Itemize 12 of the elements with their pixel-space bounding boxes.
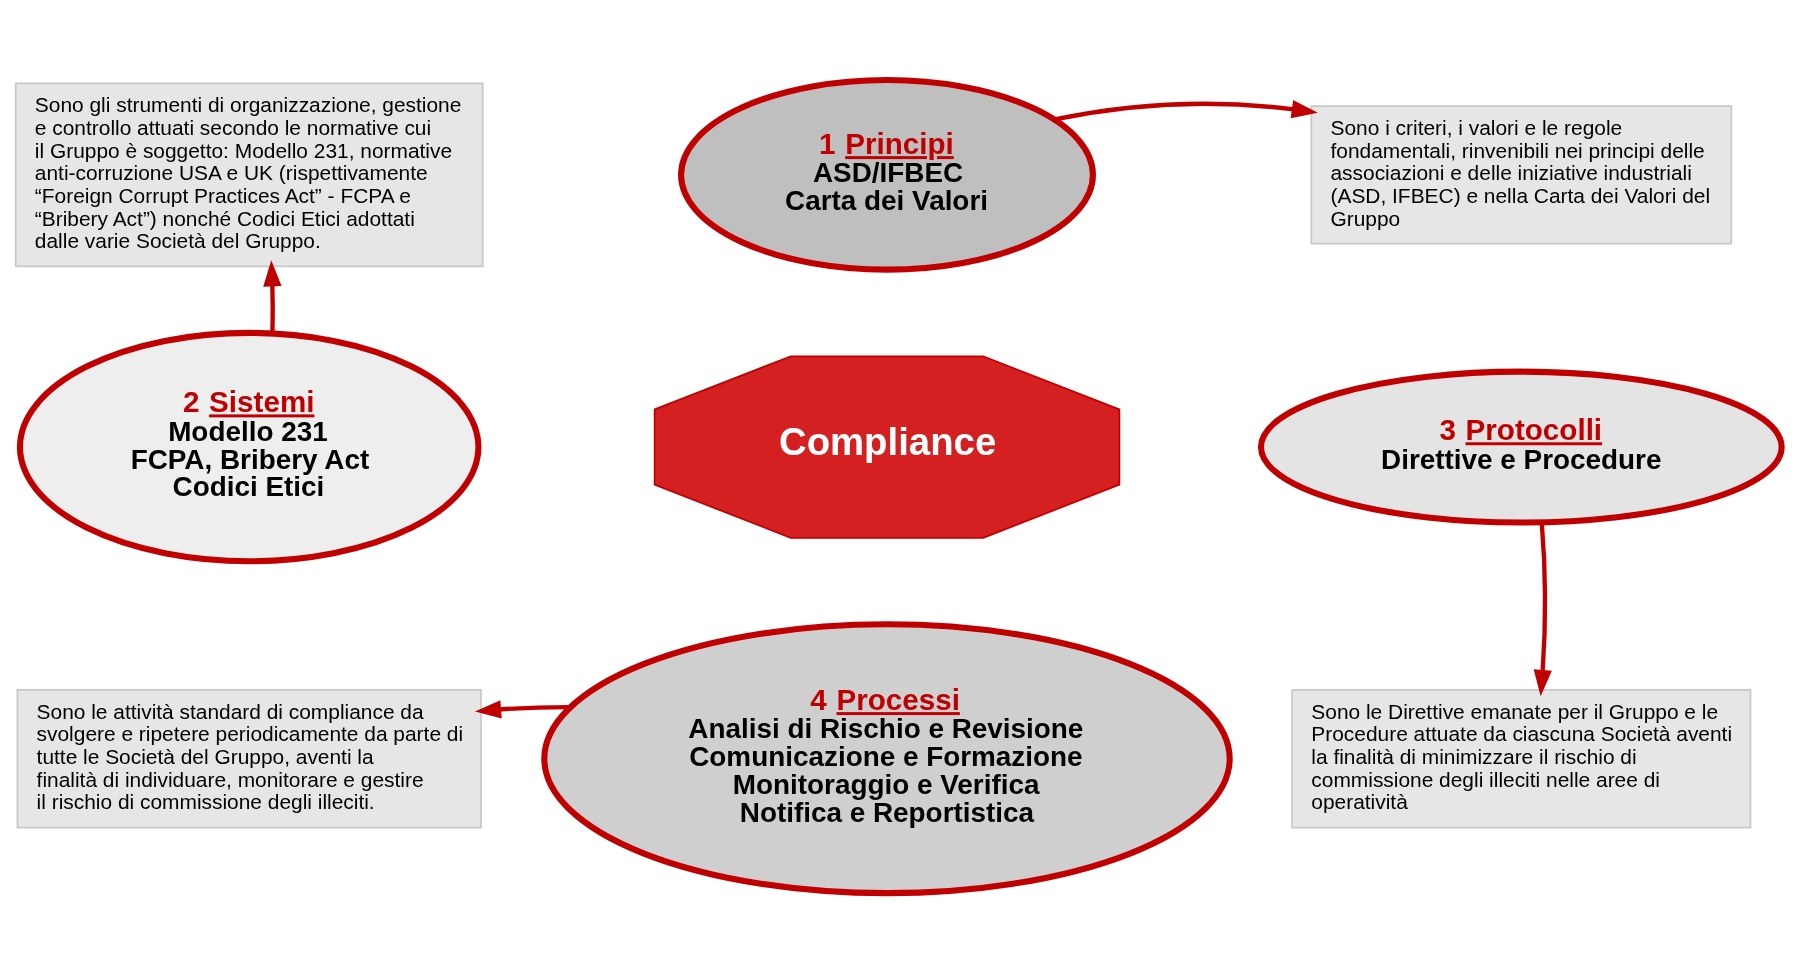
node-box: Sono le attività standard di compliance da svolgere e ripetere periodicamente da parte di tutte le Società del Gruppo, aventi la finalità di individuare, monitorare e gestire il rischio di commissione degli illeciti. [16,689,482,829]
node-ellipse: 3 Protocolli Direttive e Procedure [1257,368,1785,526]
node-ellipse: 2 Sistemi Modello 231 FCPA, Bribery Act Codici Etici [16,329,482,565]
node-box: Sono i criteri, i valori e le regole fondamentali, rinvenibili nei principi delle associazioni e delle iniziative industriali (ASD, IFBEC) e nella Carta dei Valori del Gruppo [1310,105,1733,245]
node-box: Sono le Direttive emanate per il Gruppo e le Procedure attuate da ciascuna Società aventi la finalità di minimizzare il rischio di commissione degli illeciti nelle aree di operatività [1291,689,1752,829]
arrow [1054,100,1318,122]
arrow [263,260,282,333]
node-box: Sono gli strumenti di organizzazione, gestione e controllo attuati secondo le normative cui il Gruppo è soggetto: Modello 231, normative anti-corruzione USA e UK (rispettivamente “Foreign Corrupt Practices Act” - FCPA e “Bribery Act”) nonché Codici Etici adottati dalle varie Società del Gruppo. [14,82,484,268]
node-ellipse: 1 Principi ASD/IFBEC Carta dei Valori [678,77,1096,273]
arrow [1533,522,1552,697]
node-ellipse: 4 Processi Analisi di Rischio e Revisione Comunicazione e Formazione Monitoraggio e Verifica Notifica e Reportistica [541,621,1233,897]
arrow [474,700,571,719]
